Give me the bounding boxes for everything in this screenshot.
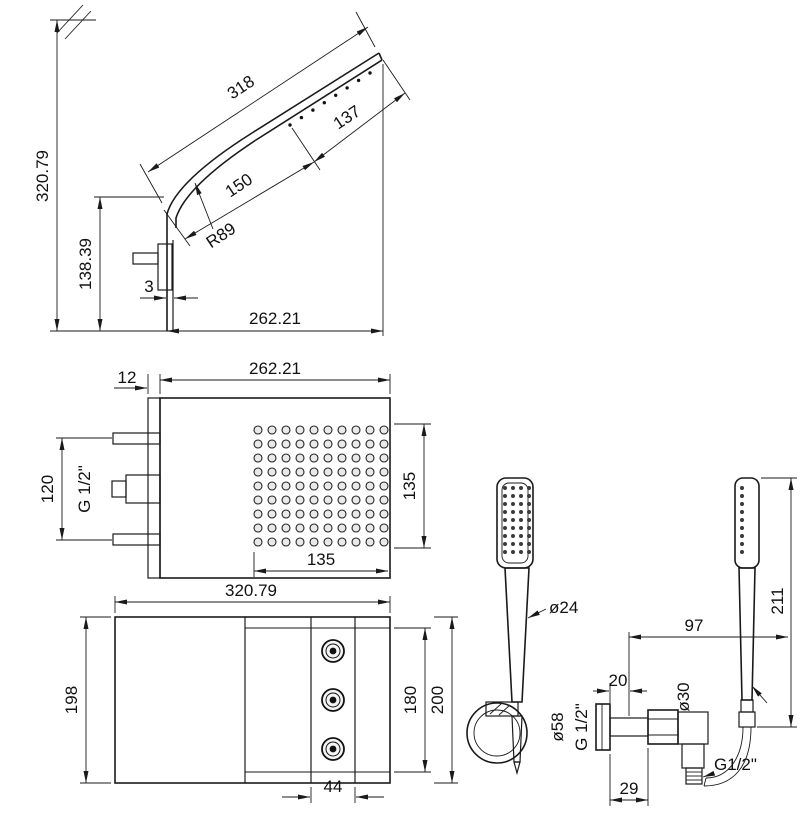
dim-label: 150 [222,170,256,202]
bottom-view: 320.79 198 180 200 44 [62,581,458,803]
flange-dia-label: ø58 [548,712,567,741]
control-button [321,688,345,712]
dim-label: 120 [38,475,57,503]
mount-bracket [157,243,173,291]
dim-label: 200 [428,686,447,714]
holder-clamp [485,701,519,717]
shower-body-bottom [114,616,391,784]
dim-label: 29 [620,779,639,798]
hand-shower-side [703,477,768,787]
dim-label: 262.21 [249,309,301,328]
inlet-pipe-bottom [112,533,161,546]
pipe-dia-label: ø30 [674,682,693,711]
dim-plate-offset: 12 [114,368,149,394]
wall-supply-elbow [595,703,709,785]
wall-plate [147,397,161,579]
dim-nut-offset: 20 [593,632,647,716]
dim-label: R89 [203,219,239,252]
spray-nozzle-grid [251,423,391,549]
elbow-body [677,711,709,745]
hand-spray-grid [501,484,533,556]
handle-front [504,567,530,703]
dim-label: 135 [307,550,335,569]
hose-nut [738,711,756,728]
dim-side-total-length: 318 [139,11,376,204]
control-button [321,639,345,663]
hand-spray-row [738,484,746,556]
dim-front-width: 262.21 [159,359,391,394]
shower-body-front [111,397,391,579]
dim-label: 12 [118,368,137,387]
dim-label: 44 [324,777,343,796]
dim-depth-left: 198 [62,616,111,784]
dim-bottom-width: 320.79 [114,581,391,613]
wall-flange [595,703,611,751]
dim-label: 198 [62,686,81,714]
dim-label: 138.39 [76,238,95,290]
inlet-connector [125,474,161,504]
hose-connector [740,699,754,713]
dim-label: 318 [224,72,258,104]
dim-side-total-height: 320.79 [33,4,167,332]
dim-plate-thickness: 3 [140,277,198,301]
dim-hand-shower-length: 211 [757,477,797,728]
elbow-drop [681,743,705,769]
wall-holder-flange [466,702,528,764]
wall-thread-label: G 1/2" [572,703,591,751]
dim-spray-width: 135 [253,550,388,577]
front-view: 262.21 12 120 G 1/2" 135 135 [38,359,431,579]
body-outline [114,616,391,784]
dim-label: 320.79 [225,581,277,600]
dim-label: 320.79 [33,150,52,202]
dim-handle-dia: ø24 [527,598,578,619]
inlet-stub [111,480,127,498]
control-button [321,737,345,761]
dim-label: 135 [400,472,419,500]
waterfall-head-profile [132,52,383,332]
inlet-thread-label: G 1/2" [75,465,94,513]
inlet-pipe-side [132,252,159,265]
dim-depth-right: 200 [428,616,458,784]
dim-label: G1/2" [714,755,757,774]
dim-spray-height: 135 [394,423,431,549]
dim-label: 180 [401,686,420,714]
dim-outlet-thread: G1/2" [702,755,757,778]
flow-arrow [751,685,768,704]
hand-shower-set: ø24 ø30 ø58 G [466,477,797,806]
shower-hose [705,726,744,779]
side-profile-view: 318 150 137 R89 320.79 138.39 [33,4,411,336]
inlet-pipe-top [112,432,161,445]
supply-pipe [609,717,649,737]
dim-label: 211 [768,587,787,614]
dim-label: ø24 [549,598,578,617]
dim-label: 3 [144,277,153,296]
hex-nut [647,709,679,745]
dim-label: 20 [609,671,628,690]
handle-side [738,567,756,701]
hand-shower-front [466,477,534,776]
dim-side-lower-height: 138.39 [76,196,164,331]
dim-reach: 97 [629,616,788,640]
dim-inlet-span: 120 [38,437,112,541]
dim-side-depth: 262.21 [167,64,384,336]
dim-panel-depth: 180 [394,627,431,773]
dim-label: 262.21 [249,359,301,378]
dim-side-spray-length: 137 [313,59,411,163]
dim-outlet-offset: 29 [609,748,649,806]
dim-label: 97 [685,616,704,635]
dim-button-strip: 44 [282,777,384,803]
